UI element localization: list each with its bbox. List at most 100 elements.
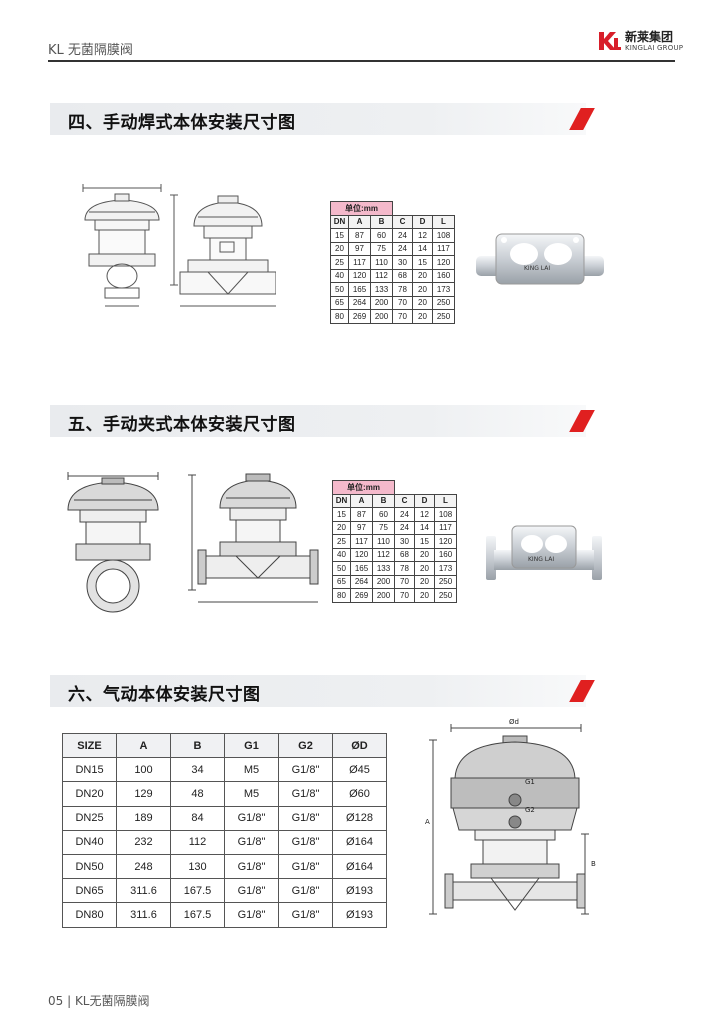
cell: 20 [414, 574, 435, 589]
cell: 20 [412, 309, 433, 324]
cell: Ø60 [332, 781, 387, 807]
cell: DN50 [62, 853, 117, 880]
cell: 84 [170, 805, 225, 831]
cell: 97 [348, 241, 371, 256]
unit-label: 单位:mm [330, 201, 393, 216]
cell: 50 [332, 561, 351, 576]
cell: 250 [432, 309, 455, 324]
cell: 20 [412, 282, 433, 297]
cell: M5 [224, 781, 279, 807]
cell: 20 [412, 295, 433, 310]
cell: 264 [348, 295, 371, 310]
cell: 30 [394, 534, 415, 549]
cell: 14 [414, 520, 435, 535]
cell: 65 [332, 574, 351, 589]
cell: 87 [350, 507, 373, 522]
cell: 189 [116, 805, 171, 831]
cell: 15 [414, 534, 435, 549]
cell: 250 [434, 588, 457, 603]
cell: 68 [394, 547, 415, 562]
cell: 80 [330, 309, 349, 324]
header-cell: DN [332, 493, 351, 508]
table-header-row: SIZE A B G1 G2 ØD [62, 732, 387, 759]
cell: 80 [332, 588, 351, 603]
cell: 311.6 [116, 878, 171, 904]
section-title: 四、手动焊式本体安装尺寸图 [68, 113, 296, 133]
cell: 24 [394, 520, 415, 535]
cell: 87 [348, 228, 371, 243]
header-cell: B [370, 214, 393, 229]
cell: 200 [372, 574, 395, 589]
cell: 24 [394, 507, 415, 522]
cell: 117 [432, 241, 455, 256]
dimension-label-d: Ød [509, 718, 519, 726]
welded-valve-side-drawing [170, 194, 276, 307]
cell: G1/8" [224, 805, 279, 831]
cell: 25 [330, 255, 349, 270]
header-cell: A [116, 732, 171, 759]
cell: 120 [350, 547, 373, 562]
header-cell: ØD [332, 732, 387, 759]
cell: G1/8" [278, 781, 333, 807]
header-cell: D [414, 493, 435, 508]
header-cell: L [434, 493, 457, 508]
header-cell: G2 [278, 732, 333, 759]
cell: 269 [350, 588, 373, 603]
cell: 129 [116, 781, 171, 807]
cell: G1/8" [224, 878, 279, 904]
cell: 60 [370, 228, 393, 243]
cell: 78 [392, 282, 413, 297]
logo-chinese: 新莱集团 [625, 29, 674, 44]
cell: 70 [394, 588, 415, 603]
header-cell: B [170, 732, 225, 759]
cell: Ø45 [332, 757, 387, 783]
cell: 110 [372, 534, 395, 549]
cell: 70 [392, 309, 413, 324]
brand-logo: 新莱集团 KINGLAI GROUP [597, 30, 683, 52]
cell: 50 [330, 282, 349, 297]
cell: 250 [432, 295, 455, 310]
cell: 20 [414, 547, 435, 562]
header-cell: A [350, 493, 373, 508]
header-cell: B [372, 493, 395, 508]
cell: G1/8" [278, 878, 333, 904]
cell: 108 [432, 228, 455, 243]
cell: 117 [350, 534, 373, 549]
cell: 232 [116, 829, 171, 855]
cell: 15 [332, 507, 351, 522]
cell: 20 [412, 268, 433, 283]
cell: DN80 [62, 902, 117, 928]
cell: 173 [434, 561, 457, 576]
header-cell: G1 [224, 732, 279, 759]
cell: 15 [412, 255, 433, 270]
cell: DN65 [62, 878, 117, 904]
cell: 250 [434, 574, 457, 589]
cell: Ø193 [332, 902, 387, 928]
cell: 68 [392, 268, 413, 283]
cell: 75 [372, 520, 395, 535]
cell: 311.6 [116, 902, 171, 928]
cell: 248 [116, 853, 171, 880]
cell: 97 [350, 520, 373, 535]
cell: DN40 [62, 829, 117, 855]
cell: 165 [348, 282, 371, 297]
port-label-g2: G2 [525, 806, 535, 814]
cell: 65 [330, 295, 349, 310]
header-rule [48, 60, 675, 62]
cell: G1/8" [224, 853, 279, 880]
cell: 264 [350, 574, 373, 589]
page-footer: 05 | KL无菌隔膜阀 [48, 994, 150, 1008]
cell: 24 [392, 228, 413, 243]
